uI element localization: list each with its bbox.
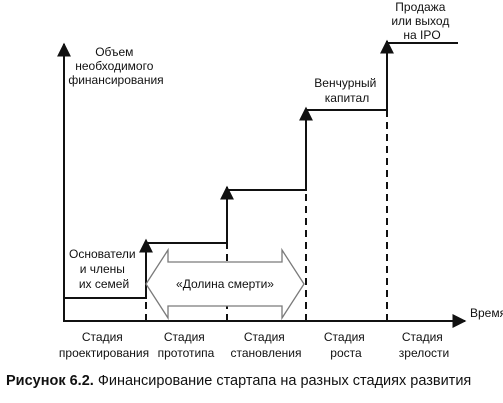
source-sale-or-ipo: Продажа или выход на IPO <box>391 0 452 42</box>
valley-of-death-arrow <box>145 247 305 321</box>
source-founders: Основатели и члены их семей <box>69 247 139 291</box>
source-venture-capital: Венчурный капитал <box>314 76 379 105</box>
stage-label-formation: Стадия становления <box>231 330 302 360</box>
y-axis-label: Объем необходимого финансирования <box>68 45 163 87</box>
figure-caption-text: Финансирование стартапа на разных стадия… <box>97 373 472 389</box>
stage-label-design: Стадия проектирования <box>59 330 149 360</box>
stage-label-maturity: Стадия зрелости <box>399 330 449 360</box>
stage-label-growth: Стадия роста <box>324 330 368 360</box>
stage-label-prototype: Стадия прототипа <box>158 330 215 360</box>
figure-caption: Рисунок 6.2. Финансирование стартапа на … <box>6 373 500 389</box>
valley-of-death-label: «Долина смерти» <box>176 277 274 291</box>
figure-number: Рисунок 6.2. <box>6 373 94 389</box>
funding-stages-diagram: Объем необходимого финансирования Время … <box>57 0 503 360</box>
x-axis-label: Время <box>470 306 503 320</box>
